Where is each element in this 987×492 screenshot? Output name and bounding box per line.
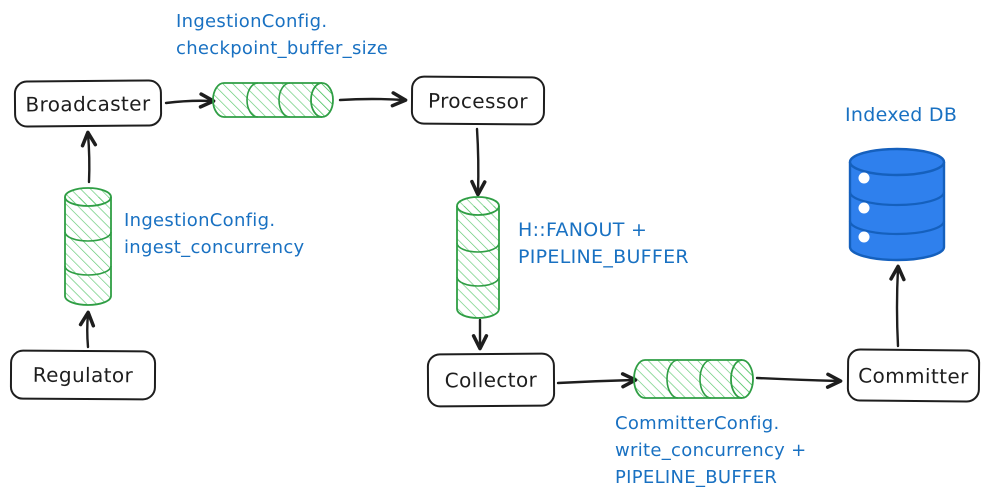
node-label: Processor [427, 88, 529, 113]
cylinder-dividers [246, 82, 291, 118]
arrow-collector-to-committer-buffer [556, 372, 638, 389]
cylinder-dividers [456, 242, 500, 287]
db-dividers [848, 191, 946, 236]
label-line: checkpoint_buffer_size [176, 38, 389, 59]
db-dot-2 [858, 202, 870, 214]
node-broadcaster: Broadcaster [13, 79, 163, 128]
node-label: Collector [444, 367, 538, 393]
cylinder-dividers [666, 359, 712, 399]
cylinder-outline [456, 206, 500, 319]
node-label: Broadcaster [25, 90, 151, 117]
cylinder-outline [633, 359, 742, 399]
arrow-checkpoint-buffer-to-processor [338, 91, 408, 108]
cylinder-outline [64, 197, 112, 306]
arrow-committer-buffer-to-committer [755, 372, 843, 389]
cylinder-outline [212, 82, 322, 118]
arrow-processor-to-fanout-buffer [470, 127, 487, 197]
arrow-ingest-buffer-to-broadcaster [80, 130, 98, 184]
arrows [78, 91, 906, 389]
cylinder-top [456, 196, 500, 216]
label-fanout-pipeline-buffer: H::FANOUT + PIPELINE_BUFFER [518, 217, 689, 271]
cylinder-end [730, 359, 754, 399]
arrow-regulator-to-ingest-buffer [78, 310, 96, 349]
label-ingest-concurrency: IngestionConfig. ingest_concurrency [124, 207, 305, 261]
label-line: write_concurrency + [615, 440, 807, 461]
node-label: Regulator [32, 362, 134, 388]
arrow-broadcaster-to-checkpoint-buffer [164, 92, 216, 109]
node-label: Committer [858, 363, 969, 388]
label-write-concurrency: CommitterConfig. write_concurrency + PIP… [615, 410, 807, 491]
cylinder-body [634, 360, 753, 398]
db-dot-1 [858, 172, 870, 184]
cylinder-dividers [64, 231, 112, 276]
db-dot-3 [858, 231, 870, 243]
cylinder-top [64, 187, 112, 207]
label-line: ingest_concurrency [124, 237, 305, 258]
label-line: CommitterConfig. [615, 413, 780, 434]
label-line: IngestionConfig. [124, 210, 276, 231]
arrow-committer-to-db [889, 264, 906, 348]
node-committer: Committer [846, 348, 981, 403]
db-outline [848, 162, 946, 262]
label-checkpoint-buffer-size: IngestionConfig. checkpoint_buffer_size [176, 8, 388, 62]
label-indexed-db: Indexed DB [845, 102, 957, 129]
indexed-db-cylinder [848, 147, 946, 262]
checkpoint-buffer-cylinder [212, 82, 334, 118]
cylinder-body [457, 206, 499, 318]
node-collector: Collector [426, 352, 556, 408]
cylinder-end [310, 82, 334, 118]
label-line: PIPELINE_BUFFER [518, 246, 689, 268]
node-regulator: Regulator [9, 349, 157, 401]
cylinder-body [213, 83, 333, 117]
ingest-buffer-cylinder [64, 187, 112, 306]
fanout-buffer-cylinder [456, 196, 500, 319]
label-line: IngestionConfig. [176, 11, 328, 32]
db-top [848, 147, 946, 177]
node-processor: Processor [410, 75, 546, 126]
label-line: H::FANOUT + [518, 219, 648, 241]
committer-buffer-cylinder [633, 359, 754, 399]
label-line: Indexed DB [845, 104, 958, 126]
cylinder-body [65, 197, 111, 305]
label-line: PIPELINE_BUFFER [615, 467, 778, 488]
